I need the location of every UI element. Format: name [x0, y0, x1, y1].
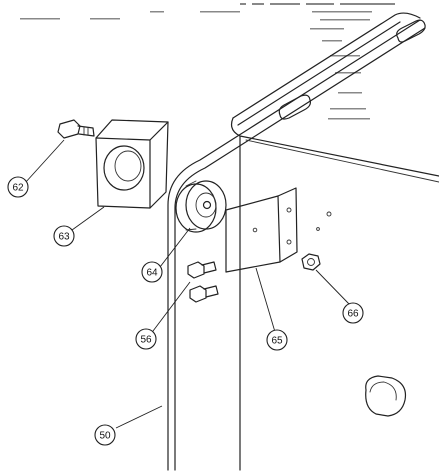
callout-62: 62	[7, 176, 29, 198]
cabinet-panel	[167, 12, 439, 471]
callout-56: 56	[135, 328, 157, 350]
callout-63: 63	[53, 225, 75, 247]
callout-66-label: 66	[347, 309, 359, 320]
callout-56-label: 56	[140, 335, 152, 346]
nut-66	[301, 253, 321, 271]
callout-65-label: 65	[271, 336, 283, 347]
callout-64-label: 64	[146, 268, 158, 279]
callout-50-label: 50	[99, 431, 111, 442]
callout-66: 66	[342, 302, 364, 324]
bolts-56	[187, 261, 219, 303]
bolt-62	[57, 119, 95, 139]
angle-bracket-65	[225, 187, 298, 273]
spacer-block-63	[95, 119, 169, 209]
callout-50: 50	[94, 424, 116, 446]
callout-64: 64	[141, 261, 163, 283]
header-scan-noise	[20, 3, 395, 120]
roller-wheel-64	[175, 180, 227, 233]
callout-62-label: 62	[12, 183, 24, 194]
leader-lines	[24, 139, 351, 429]
callout-63-label: 63	[58, 232, 70, 243]
callout-65: 65	[266, 329, 288, 351]
